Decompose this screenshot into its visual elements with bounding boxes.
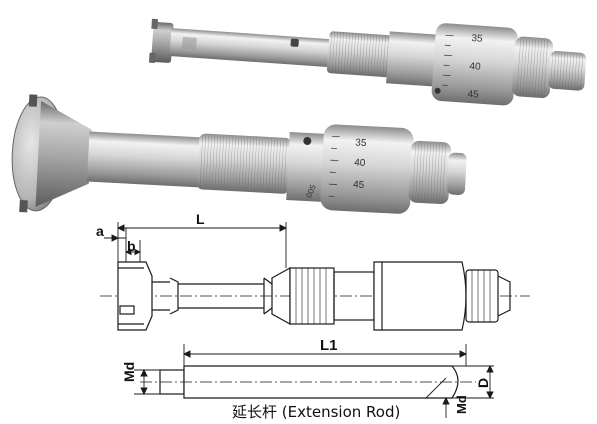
dim-label-Md-bottom: Md xyxy=(454,395,469,414)
dim-label-L: L xyxy=(196,211,205,227)
middle-micrometer-photo: 35 40 45 005 xyxy=(11,94,467,214)
dim-label-Md-left: Md xyxy=(121,362,137,382)
mid-scale-40: 40 xyxy=(354,157,366,169)
dim-label-D: D xyxy=(475,378,491,388)
top-micrometer-photo: 35 40 45 xyxy=(148,18,587,106)
dim-label-a: a xyxy=(96,223,104,239)
micrometer-drawing xyxy=(100,261,530,331)
mid-scale-45: 45 xyxy=(353,179,365,191)
top-scale-35: 35 xyxy=(471,33,483,45)
extension-rod-caption: 延长杆 (Extension Rod) xyxy=(232,403,401,421)
mid-scale-35: 35 xyxy=(355,137,367,149)
drawing-dimensions xyxy=(104,222,288,268)
extension-rod-drawing xyxy=(140,365,476,399)
dim-label-b: b xyxy=(127,238,136,254)
top-scale-40: 40 xyxy=(469,61,481,73)
dim-label-L1: L1 xyxy=(320,337,338,354)
top-scale-45: 45 xyxy=(467,89,479,101)
extension-rod-dimensions xyxy=(134,344,494,418)
